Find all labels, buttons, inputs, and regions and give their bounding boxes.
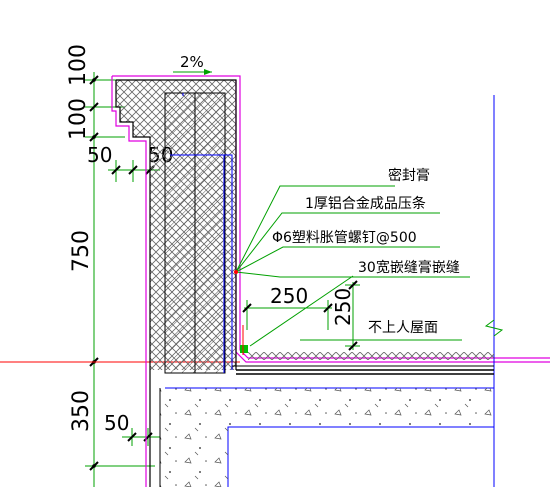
parapet-cap: [116, 80, 236, 374]
leader-origin-dot: [234, 270, 238, 274]
annotation-sealant: 密封膏: [388, 167, 430, 184]
roof-slab: [159, 388, 494, 487]
inner-dim-ticks: [242, 280, 358, 351]
annotation-aluminum-strip: 1厚铝合金成品压条: [305, 195, 426, 212]
leader-lines: [235, 185, 470, 355]
dim-750: 750: [69, 230, 94, 272]
dim-250-horizontal: 250: [270, 284, 308, 308]
annotation-groove: 30宽嵌缝膏嵌缝: [358, 259, 460, 276]
dim-50-left: 50: [87, 143, 112, 167]
annotation-roof-type: 不上人屋面: [368, 320, 438, 336]
dim-250-vertical: 250: [331, 288, 355, 326]
inner-dimension: [244, 275, 360, 350]
roof-layers: [232, 352, 494, 375]
break-line: [484, 319, 504, 337]
slope-label: 2%: [180, 53, 204, 71]
slope-indicator: [173, 69, 212, 75]
bottom-step-dimension: [122, 428, 160, 446]
dim-100-second: 100: [66, 98, 91, 140]
dim-100-top: 100: [66, 44, 91, 86]
dim-50-bottom: 50: [104, 411, 129, 435]
corner-marker: [240, 345, 248, 353]
dim-350: 350: [69, 390, 94, 432]
annotation-plastic-nail: Φ6塑料胀管螺钉@500: [272, 230, 417, 246]
